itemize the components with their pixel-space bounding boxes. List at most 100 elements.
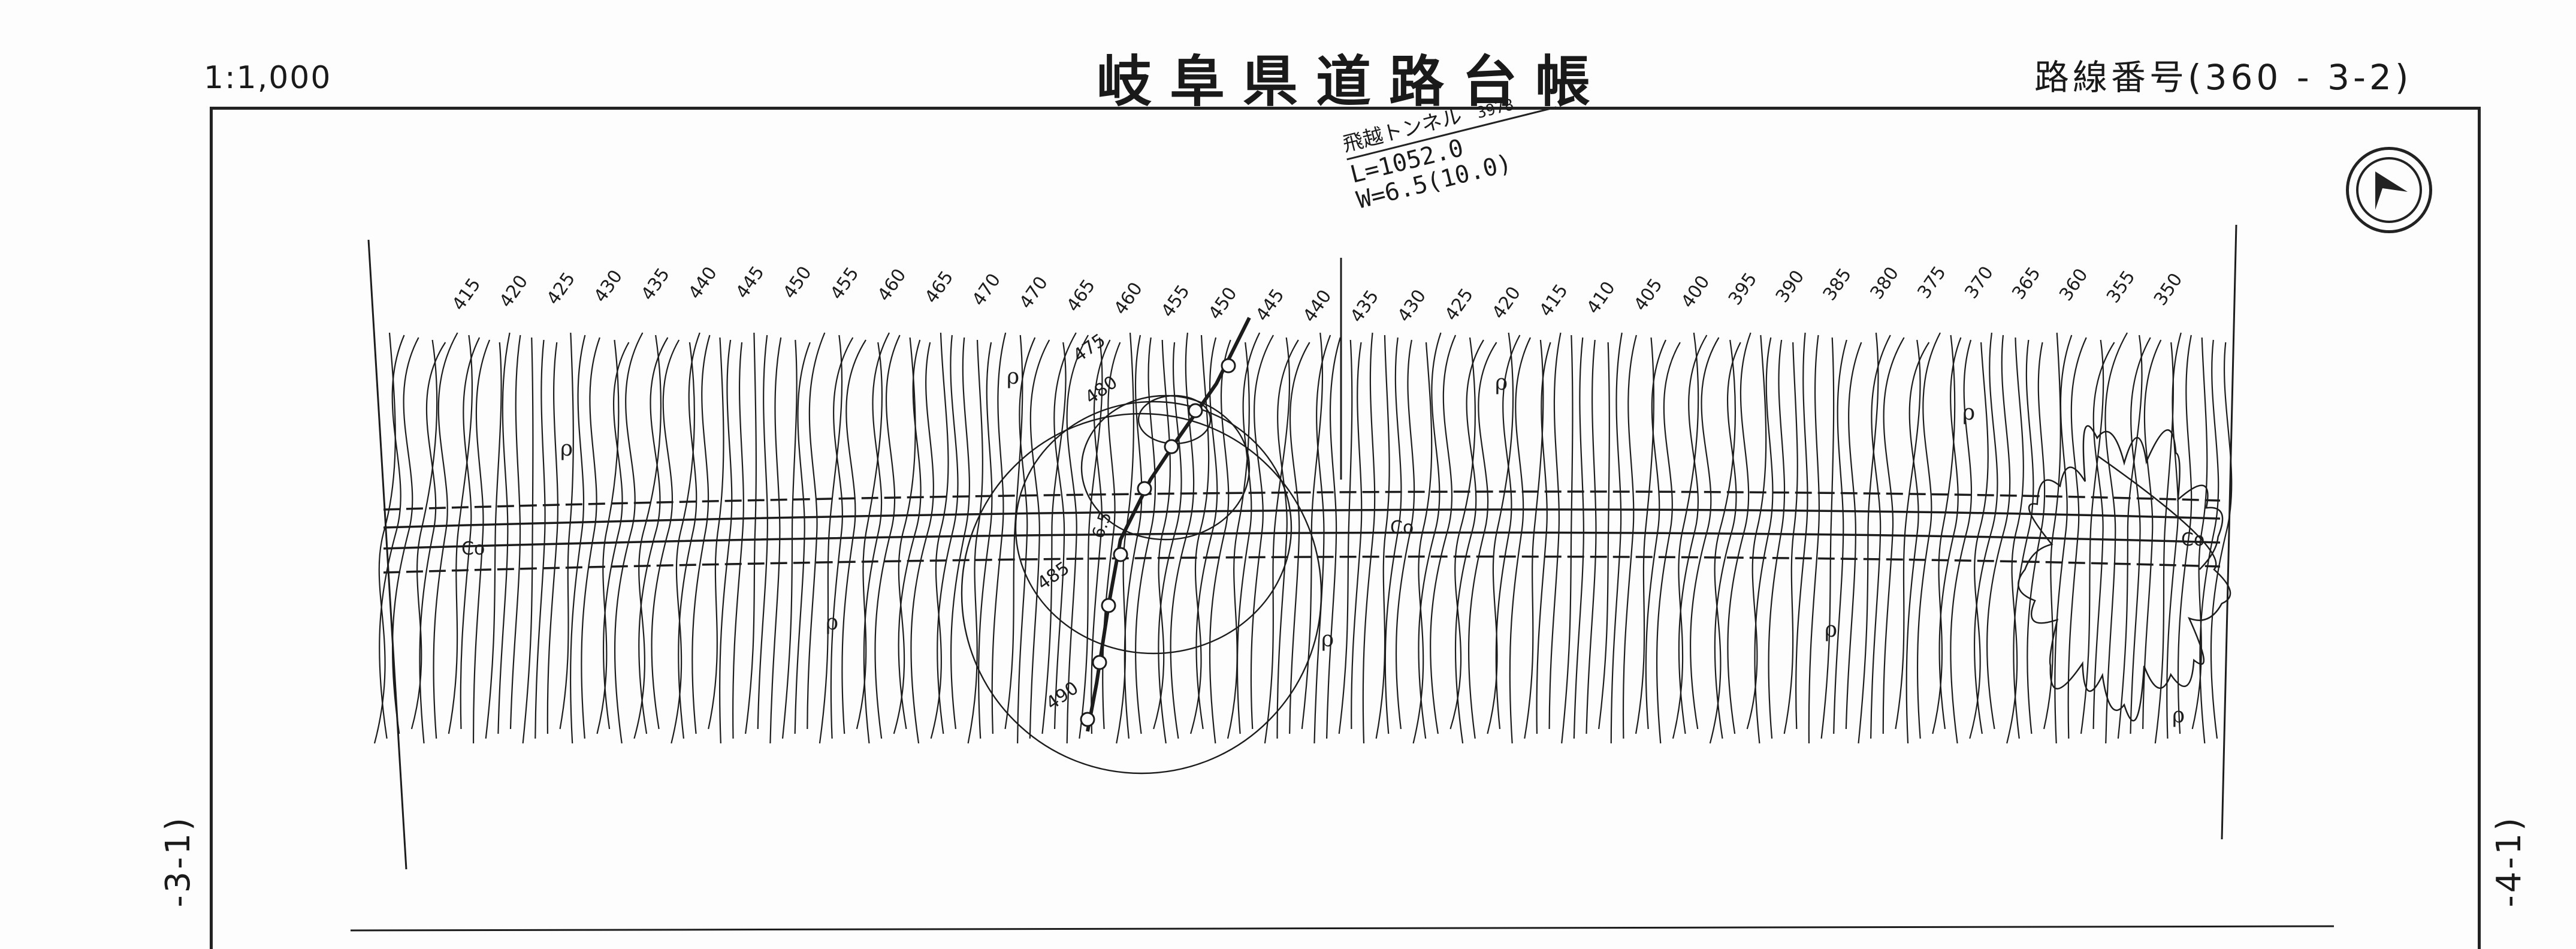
contour-line (732, 342, 744, 739)
contour-line (898, 339, 922, 730)
contour-line (1467, 342, 1497, 739)
contour-line (2177, 335, 2193, 734)
contour-elevation-label: 435 (1346, 287, 1384, 327)
contour-line (1029, 339, 1050, 739)
contour-line (485, 342, 502, 739)
contour-line (719, 339, 733, 744)
contour-line (570, 335, 586, 744)
road-edge (383, 508, 2221, 529)
contour-line (1561, 335, 1574, 744)
contour-line (534, 339, 546, 739)
contour-line (2117, 335, 2143, 739)
contour-line (1536, 342, 1551, 734)
contour-elevation-label: 395 (1725, 269, 1762, 309)
vegetation-symbol: ρ (826, 610, 838, 635)
contour-elevation-label: 440 (1299, 286, 1336, 326)
contour-elevation-label: 445 (1252, 285, 1289, 326)
contour-line (1845, 342, 1862, 730)
contour-line (1678, 335, 1708, 734)
vegetation-symbol: ρ (1321, 627, 1334, 652)
contour-line (1430, 335, 1457, 734)
contour-line (678, 332, 700, 739)
contour-elevation-label: 420 (1488, 283, 1525, 323)
contour-line (596, 339, 620, 734)
contour-line (819, 335, 843, 744)
station-marker (1137, 481, 1152, 496)
scrub-area (2018, 425, 2231, 722)
contour-line (1709, 339, 1736, 744)
contour-line (1882, 337, 1905, 734)
contour-line (1135, 337, 1156, 734)
contour-line (1053, 332, 1077, 730)
contour-line (1338, 339, 1353, 734)
contour-line (460, 337, 481, 730)
contour-line (1190, 335, 1210, 734)
contour-line (433, 332, 458, 739)
contour-elevation-label: 390 (1772, 266, 1809, 306)
contour-line (1313, 335, 1331, 744)
contour-line (1351, 342, 1363, 730)
contour-line (1079, 337, 1103, 739)
road-edge (383, 531, 2221, 550)
contour-line (950, 337, 970, 730)
contour-elevation-label: 485 (1034, 558, 1074, 595)
contour-line (614, 332, 644, 744)
contour-elevation-label: 465 (921, 267, 958, 308)
contour-line (373, 332, 396, 744)
contour-line (2166, 332, 2182, 739)
contour-line (1783, 342, 1798, 734)
contour-line (391, 337, 419, 734)
contour-line (1895, 339, 1921, 730)
contour-elevation-label: 460 (1110, 279, 1147, 319)
contour-line (2092, 342, 2115, 730)
contour-line (1301, 332, 1324, 730)
contour-line (1454, 339, 1484, 744)
contour-line (1610, 332, 1623, 744)
page-title: 岐阜県道路台帳 (1097, 50, 1609, 114)
contour-line (937, 335, 959, 734)
contour-elevation-label: 375 (1913, 263, 1950, 303)
vegetation-symbol: ρ (1962, 400, 1975, 425)
contour-line (2054, 335, 2073, 744)
contour-line (581, 337, 600, 739)
contour-line (1986, 335, 2011, 730)
contour-line (2210, 342, 2233, 739)
contour-line (448, 335, 473, 734)
contour-line (1250, 335, 1275, 730)
contour-line (1066, 335, 1089, 744)
contour-elevation-label: 430 (590, 266, 627, 306)
contour-line (1714, 342, 1741, 739)
contour-elevation-label: 455 (1157, 281, 1194, 321)
contour-elevation-label: 360 (2055, 265, 2092, 305)
contour-line (708, 337, 724, 730)
cultivation-symbol: Co (1390, 517, 1414, 538)
contour-line (671, 342, 695, 744)
contour-line (2104, 332, 2128, 744)
contour-line (1795, 332, 1808, 730)
contour-line (1645, 339, 1666, 730)
contour-line (2142, 339, 2162, 730)
contour-line (1598, 342, 1610, 730)
contour-line (745, 332, 757, 734)
station-marker (1164, 439, 1179, 454)
contour-line (794, 342, 811, 734)
vegetation-symbol: ρ (1825, 617, 1837, 642)
contour-ring (1080, 394, 1251, 541)
contour-line (1689, 337, 1720, 730)
contour-line (863, 332, 890, 744)
contour-line (1808, 335, 1820, 744)
contour-line (1412, 342, 1433, 744)
contour-line (2154, 342, 2175, 744)
contour-line (1004, 335, 1023, 730)
contour-elevation-label: 380 (1867, 263, 1904, 303)
contour-line (1727, 332, 1751, 734)
contour-ring (961, 412, 1322, 775)
contour-line (522, 337, 534, 744)
map-scale: 1:1,000 (204, 60, 332, 96)
contour-line (1362, 332, 1376, 744)
contour-line (2191, 337, 2208, 730)
vegetation-symbol: ρ (1495, 370, 1508, 395)
contour-line (807, 332, 826, 730)
contour-line (1227, 342, 1250, 739)
contour-line (638, 337, 669, 734)
